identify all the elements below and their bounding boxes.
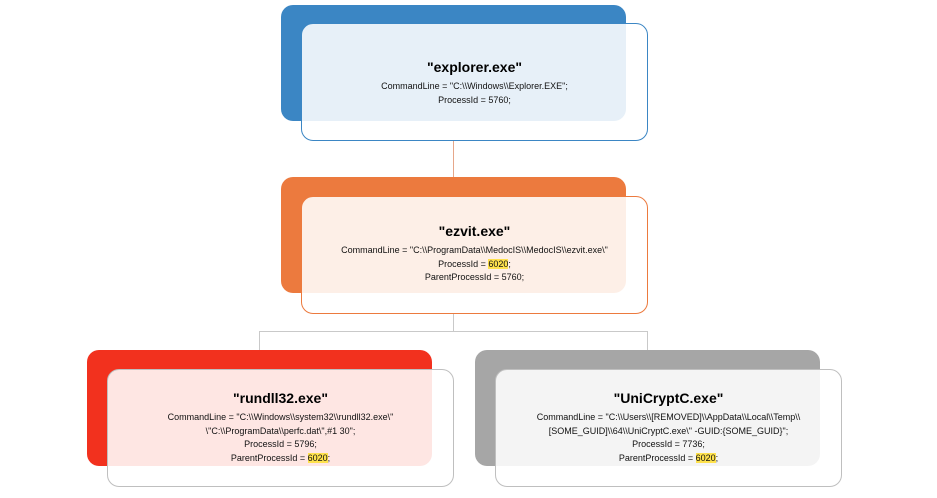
unicrypt-ppid-highlight: 6020 <box>695 452 716 463</box>
ezvit-parentprocessid: ParentProcessId = 5760; <box>424 272 525 282</box>
unicrypt-processid: ProcessId = 7736; <box>632 439 705 449</box>
rundll-commandline-2: \"C:\\ProgramData\\perfc.dat\",#1 30"; <box>205 425 356 436</box>
unicrypt-node: "UniCryptC.exe" CommandLine = "C:\\Users… <box>495 369 842 487</box>
explorer-processid: ProcessId = 5760; <box>438 94 511 105</box>
ezvit-commandline: CommandLine = "C:\\ProgramData\\MedocIS\… <box>341 245 608 255</box>
explorer-node: "explorer.exe" CommandLine = "C:\\Window… <box>301 23 648 141</box>
unicrypt-commandline-1: CommandLine = "C:\\Users\\[REMOVED]\\App… <box>536 412 801 422</box>
connector-explorer-ezvit <box>453 141 454 196</box>
connector-to-unicrypt <box>647 331 648 350</box>
unicrypt-title: "UniCryptC.exe" <box>613 390 724 406</box>
explorer-commandline: CommandLine = "C:\\Windows\\Explorer.EXE… <box>381 81 568 91</box>
rundll-ppid-highlight: 6020 <box>307 452 328 463</box>
rundll-title: "rundll32.exe" <box>233 390 328 406</box>
rundll-node: "rundll32.exe" CommandLine = "C:\\Window… <box>107 369 454 487</box>
ezvit-title: "ezvit.exe" <box>438 223 511 239</box>
unicrypt-parentprocessid: ParentProcessId = 6020; <box>618 452 719 463</box>
connector-horizontal <box>259 331 648 332</box>
ezvit-pid-highlight: 6020 <box>488 258 509 269</box>
rundll-parentprocessid: ParentProcessId = 6020; <box>230 452 331 463</box>
rundll-processid: ProcessId = 5796; <box>244 439 317 449</box>
connector-to-rundll <box>259 331 260 350</box>
rundll-commandline-1: CommandLine = "C:\\Windows\\system32\\ru… <box>167 412 394 422</box>
unicrypt-commandline-2: [SOME_GUID]\\64\\UniCryptC.exe\" -GUID:{… <box>548 425 789 436</box>
connector-ezvit-trunk <box>453 314 454 331</box>
ezvit-processid: ProcessId = 6020; <box>438 258 511 269</box>
explorer-title: "explorer.exe" <box>427 59 522 75</box>
ezvit-node: "ezvit.exe" CommandLine = "C:\\ProgramDa… <box>301 196 648 314</box>
